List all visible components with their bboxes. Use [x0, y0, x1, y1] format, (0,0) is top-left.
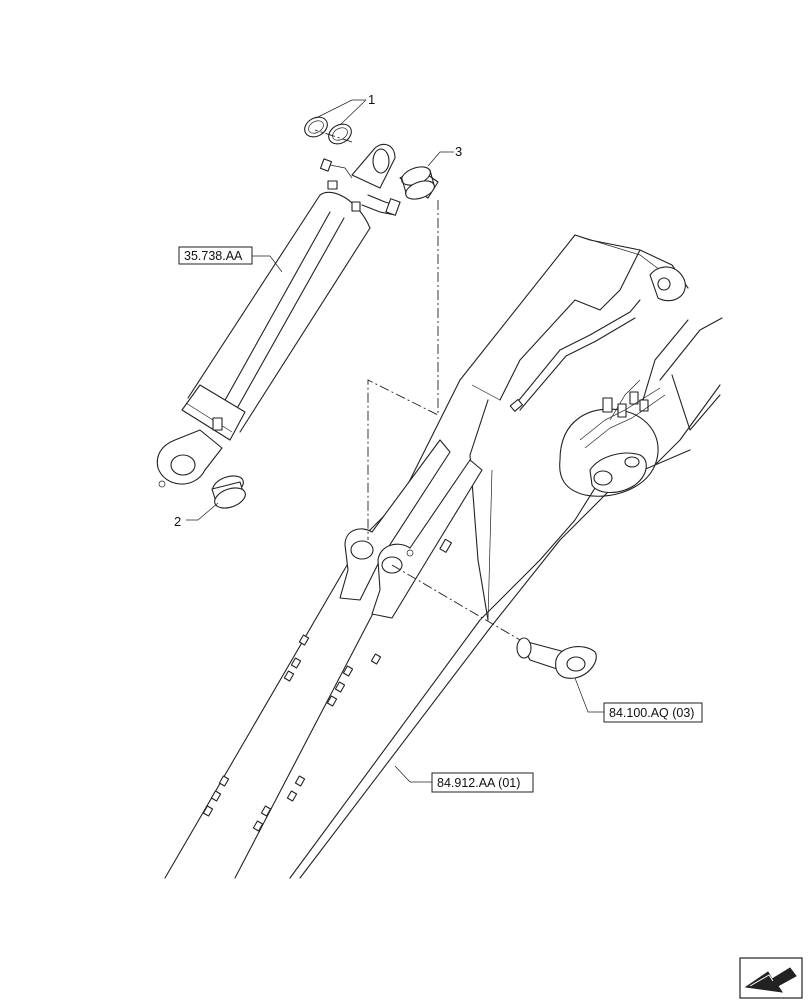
ref-cylinder[interactable]: 35.738.AA [178, 246, 283, 273]
fitting-cluster [579, 387, 666, 449]
callout-2-label: 2 [174, 514, 181, 529]
callout-3: 3 [427, 144, 462, 167]
boom-pin [516, 637, 597, 679]
ref-cylinder-label: 35.738.AA [184, 249, 243, 263]
boom-assembly [164, 234, 723, 879]
callout-1: 1 [315, 92, 375, 126]
ref-pin[interactable]: 84.100.AQ (03) [574, 677, 703, 723]
hydraulic-cylinder [156, 143, 401, 488]
ref-pin-label: 84.100.AQ (03) [609, 706, 694, 720]
navigation-arrow-icon[interactable] [739, 957, 803, 999]
callout-3-label: 3 [455, 144, 462, 159]
bushing-upper [399, 166, 439, 200]
line-clamps [202, 538, 453, 832]
callout-2: 2 [174, 502, 219, 529]
bushing-lower [211, 475, 246, 509]
ref-boom[interactable]: 84.912.AA (01) [394, 765, 534, 793]
assembly-centerlines [314, 129, 521, 641]
ref-boom-label: 84.912.AA (01) [437, 776, 520, 790]
callout-1-label: 1 [368, 92, 375, 107]
